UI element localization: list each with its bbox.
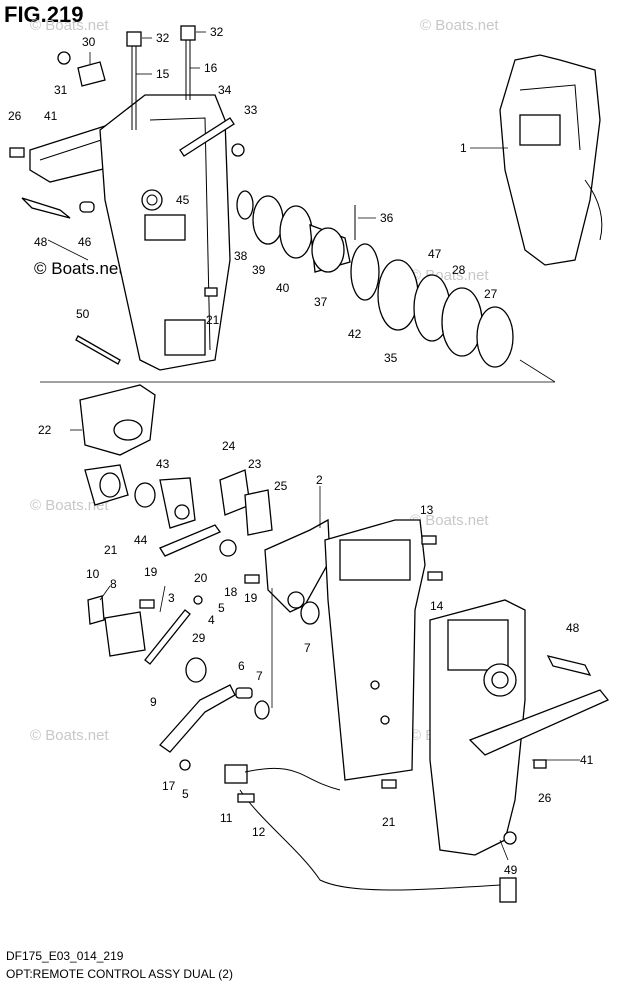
callout-42: 42 [348,327,362,341]
callout-25: 25 [274,479,288,493]
lower-mechanism [79,384,517,903]
watermark: © Boats.net [30,17,109,34]
callout-17: 17 [162,779,176,793]
callout-19a: 19 [144,565,158,579]
side-plate [324,519,426,781]
callout-7b: 7 [304,641,311,655]
callout-32b: 32 [210,25,224,39]
callout-10: 10 [86,567,100,581]
callout-18: 18 [224,585,238,599]
callout-21c: 21 [382,815,396,829]
callout-34: 34 [218,83,232,97]
callout-12: 12 [252,825,266,839]
callout-40: 40 [276,281,290,295]
callout-45: 45 [176,193,190,207]
callout-41: 41 [44,109,58,123]
figure-title: FIG.219 [4,2,83,27]
callout-36: 36 [380,211,394,225]
callout-5b: 5 [182,787,189,801]
footer-code: DF175_E03_014_219 [6,949,124,963]
callout-2: 2 [316,473,323,487]
watermark-dark: © Boats.net [34,259,123,278]
clutch-stack [236,190,514,368]
callout-7a: 7 [256,669,263,683]
upper-bracket-assembly [9,25,245,371]
callout-38: 38 [234,249,248,263]
callout-32a: 32 [156,31,170,45]
callout-22: 22 [38,423,52,437]
watermark: © Boats.net [420,17,499,34]
callout-37: 37 [314,295,328,309]
callout-31: 31 [54,83,68,97]
watermark: © Boats.net [410,512,489,529]
control-housing [381,535,610,856]
callout-19b: 19 [244,591,258,605]
callout-labels: 32 32 30 16 15 31 34 33 26 41 1 45 36 48… [8,25,594,877]
callout-39: 39 [252,263,266,277]
callout-27: 27 [484,287,498,301]
callout-28: 28 [452,263,466,277]
callout-8: 8 [110,577,117,591]
callout-4: 4 [208,613,215,627]
callout-1: 1 [460,141,467,155]
callout-21b: 21 [104,543,118,557]
callout-11: 11 [220,811,233,825]
callout-26b: 26 [538,791,552,805]
footer-title: OPT:REMOTE CONTROL ASSY DUAL (2) [6,967,233,981]
callout-48b: 48 [566,621,580,635]
callout-33: 33 [244,103,258,117]
callout-26: 26 [8,109,22,123]
watermark: © Boats.net [30,727,109,744]
callout-9: 9 [150,695,157,709]
callout-46: 46 [78,235,92,249]
callout-30: 30 [82,35,96,49]
callout-29: 29 [192,631,206,645]
callout-21a: 21 [206,313,220,327]
callout-43: 43 [156,457,170,471]
callout-6: 6 [238,659,245,673]
callout-47: 47 [428,247,442,261]
callout-13: 13 [420,503,434,517]
callout-50: 50 [76,307,90,321]
callout-23: 23 [248,457,262,471]
callout-49: 49 [504,863,518,877]
leader-lines [47,31,580,861]
callout-20: 20 [194,571,208,585]
callout-48: 48 [34,235,48,249]
watermark: © Boats.net [30,497,109,514]
callout-15: 15 [156,67,170,81]
callout-35: 35 [384,351,398,365]
callout-41b: 41 [580,753,594,767]
callout-44: 44 [134,533,148,547]
callout-5a: 5 [218,601,225,615]
callout-16: 16 [204,61,218,75]
callout-24: 24 [222,439,236,453]
callout-3: 3 [168,591,175,605]
callout-14: 14 [430,599,444,613]
control-handle [499,54,603,266]
